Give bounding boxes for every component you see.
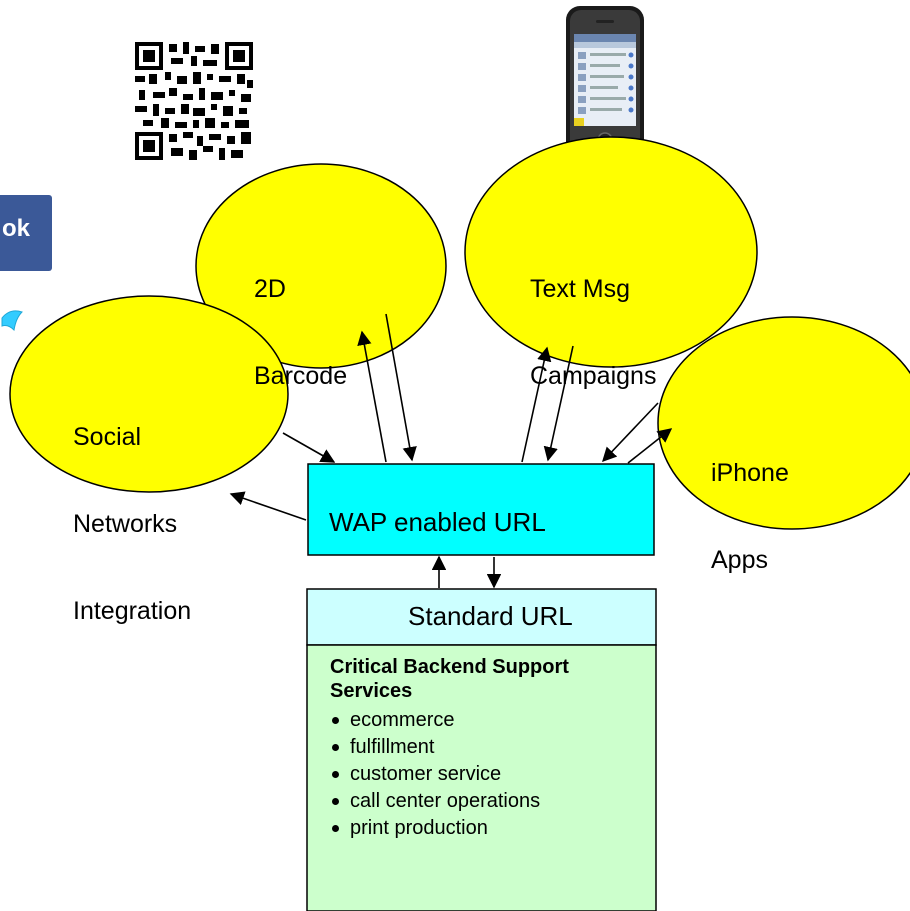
backend-service-label: call center operations (350, 790, 541, 812)
backend-services-list: ecommerce fulfillment customer service c… (330, 707, 650, 842)
social-label-line3: Integration (73, 597, 192, 625)
barcode-label: 2D Barcode (254, 217, 347, 449)
arrow-textmsg-to-wap (543, 345, 574, 462)
iphone-label: iPhone Apps (711, 401, 789, 633)
backend-service-item: fulfillment (330, 734, 650, 761)
backend-box (306, 644, 657, 911)
barcode-label-line1: 2D (254, 275, 286, 303)
wap-label: WAP enabled URL (329, 507, 546, 537)
standard-url-label: Standard URL (408, 601, 573, 631)
arrow-wap-to-iphone (627, 428, 673, 464)
textmsg-label-line1: Text Msg (530, 275, 631, 303)
barcode-node (195, 163, 447, 369)
backend-title: Critical Backend Support Services (330, 656, 569, 702)
bullet-icon (332, 717, 339, 724)
facebook-logo-text: ok (2, 215, 31, 242)
iphone-label-line1: iPhone (711, 459, 789, 487)
social-node (9, 295, 289, 493)
backend-service-label: fulfillment (350, 736, 435, 758)
bullet-icon (332, 744, 339, 751)
arrow-wap-to-textmsg (521, 346, 552, 463)
standard-url-box (306, 588, 657, 646)
arrow-iphone-to-wap (602, 402, 659, 463)
backend-service-item: customer service (330, 761, 650, 788)
textmsg-label: Text Msg Campaigns (530, 217, 656, 449)
wap-box (307, 463, 655, 556)
iphone-node (657, 316, 910, 530)
backend-service-label: print production (350, 817, 488, 839)
textmsg-label-line2: Campaigns (530, 362, 657, 390)
social-label-line2: Networks (73, 510, 178, 538)
iphone-image (566, 6, 644, 156)
social-label-line1: Social (73, 423, 142, 451)
qr-code-image (135, 42, 253, 160)
backend-service-label: customer service (350, 763, 502, 785)
arrow-wap-to-barcode (357, 330, 387, 463)
barcode-label-line2: Barcode (254, 362, 348, 390)
facebook-logo: ok (0, 195, 52, 271)
social-label: Social Networks Integration (73, 365, 191, 684)
arrow-barcode-to-wap (385, 313, 417, 462)
arrow-wap-to-social (229, 491, 307, 521)
bullet-icon (332, 825, 339, 832)
backend-content: Critical Backend Support Services ecomme… (330, 655, 650, 842)
twitter-logo (1, 310, 23, 332)
backend-service-item: print production (330, 815, 650, 842)
backend-service-label: ecommerce (350, 709, 455, 731)
bullet-icon (332, 798, 339, 805)
arrow-social-to-wap (282, 432, 336, 463)
backend-service-item: call center operations (330, 788, 650, 815)
backend-service-item: ecommerce (330, 707, 650, 734)
iphone-label-line2: Apps (711, 546, 768, 574)
textmsg-node (464, 136, 758, 368)
bullet-icon (332, 771, 339, 778)
